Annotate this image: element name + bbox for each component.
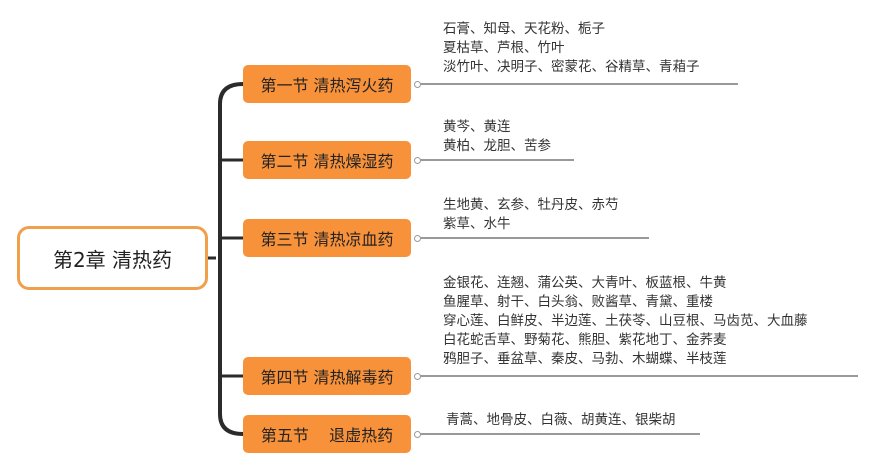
herb-line: 鸦胆子、垂盆草、秦皮、马勃、木蝴蝶、半枝莲	[443, 351, 727, 367]
collapse-knob-5[interactable]	[414, 431, 421, 438]
herb-line: 紫草、水牛	[443, 216, 511, 232]
herb-line: 淡竹叶、决明子、密蒙花、谷精草、青葙子	[443, 59, 700, 75]
herb-line: 穿心莲、白鲜皮、半边莲、土茯苓、山豆根、马齿苋、大血藤	[443, 313, 808, 329]
collapse-knob-2[interactable]	[414, 157, 421, 164]
herb-line: 生地黄、玄参、牡丹皮、赤芍	[443, 197, 619, 213]
root-topic[interactable]: 第2章 清热药	[17, 226, 208, 290]
herb-line: 鱼腥草、射干、白头翁、败酱草、青黛、重楼	[443, 294, 713, 310]
herb-list-5[interactable]: 青蒿、地骨皮、白薇、胡黄连、银柴胡	[446, 411, 676, 430]
herb-line: 白花蛇舌草、野菊花、熊胆、紫花地丁、金荞麦	[443, 332, 727, 348]
herb-line: 黄柏、龙胆、苦参	[443, 138, 551, 154]
herb-list-1[interactable]: 石膏、知母、天花粉、栀子 夏枯草、芦根、竹叶 淡竹叶、决明子、密蒙花、谷精草、青…	[443, 20, 700, 77]
collapse-knob-1[interactable]	[414, 81, 421, 88]
section-topic-4[interactable]: 第四节 清热解毒药	[243, 357, 411, 395]
herb-line: 黄芩、黄连	[443, 119, 511, 135]
section-topic-5[interactable]: 第五节 退虚热药	[243, 415, 411, 453]
herb-line: 夏枯草、芦根、竹叶	[443, 40, 565, 56]
section-topic-2[interactable]: 第二节 清热燥湿药	[243, 141, 411, 179]
herb-list-2[interactable]: 黄芩、黄连 黄柏、龙胆、苦参	[443, 118, 551, 156]
collapse-knob-4[interactable]	[414, 373, 421, 380]
spine	[218, 82, 244, 436]
herb-list-3[interactable]: 生地黄、玄参、牡丹皮、赤芍 紫草、水牛	[443, 196, 619, 234]
herb-list-4[interactable]: 金银花、连翘、蒲公英、大青叶、板蓝根、牛黄 鱼腥草、射干、白头翁、败酱草、青黛、…	[443, 274, 808, 369]
section-topic-1[interactable]: 第一节 清热泻火药	[243, 65, 411, 103]
section-topic-3[interactable]: 第三节 清热凉血药	[243, 219, 411, 257]
herb-line: 青蒿、地骨皮、白薇、胡黄连、银柴胡	[446, 412, 676, 428]
herb-line: 石膏、知母、天花粉、栀子	[443, 21, 605, 37]
collapse-knob-3[interactable]	[414, 235, 421, 242]
herb-line: 金银花、连翘、蒲公英、大青叶、板蓝根、牛黄	[443, 275, 727, 291]
